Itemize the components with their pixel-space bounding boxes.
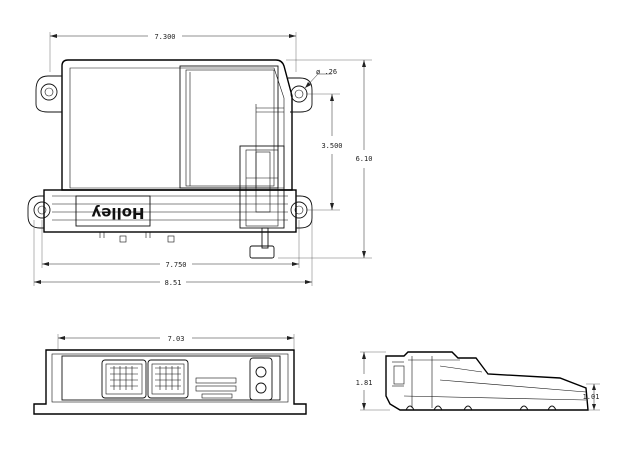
top-view-mount-ear-bottom-left (27, 195, 51, 229)
dim-top-overall-height: 6.10 (278, 59, 373, 259)
svg-text:7.03: 7.03 (168, 335, 185, 343)
side-view-housing-outline (385, 351, 589, 411)
top-view-mount-ear-top-left (35, 75, 62, 113)
svg-text:3.500: 3.500 (321, 142, 342, 150)
front-view-housing-outline (33, 349, 307, 415)
top-view-lock-lever (249, 227, 275, 259)
svg-text:1.01: 1.01 (583, 393, 600, 401)
top-view-plug-housing (239, 145, 285, 229)
side-view-feet (405, 405, 557, 411)
dim-top-overall-length: 8.51 (33, 220, 313, 287)
top-view-housing-outline (61, 59, 293, 191)
top-view-mount-ear-bottom-right (290, 195, 313, 229)
svg-text:8.51: 8.51 (165, 279, 182, 287)
dim-top-hole-spacing-horizontal: 7.750 (41, 220, 300, 269)
front-view-connector-b (147, 359, 189, 399)
dim-side-base-height: 1.01 (583, 383, 600, 411)
holley-logo: Holley (91, 204, 144, 222)
dim-top-hole-spacing-vertical: 3.500 (306, 93, 343, 211)
front-view-slots (195, 377, 237, 399)
front-view-plug-connector (249, 357, 273, 401)
dim-top-overall-width: 7.300 (49, 32, 297, 72)
side-view-detail-lines (392, 356, 587, 408)
top-view-cover-panel (179, 65, 284, 189)
top-view-connector-pins (99, 232, 175, 243)
front-view: 7.03 (33, 334, 307, 415)
dim-side-overall-height: 1.81 (356, 351, 390, 411)
top-view: Holley 7.300 ø .26 3.500 (27, 32, 373, 287)
dim-top-hole-diameter: ø .26 (304, 68, 337, 89)
svg-text:ø .26: ø .26 (316, 68, 337, 76)
top-view-housing-inner (69, 67, 285, 189)
top-view-base-flange (43, 189, 297, 233)
side-view: 1.81 1.01 (356, 351, 600, 411)
svg-text:7.300: 7.300 (154, 33, 175, 41)
svg-text:7.750: 7.750 (165, 261, 186, 269)
dim-front-overall-width: 7.03 (57, 334, 295, 350)
svg-text:1.81: 1.81 (356, 379, 373, 387)
front-view-connector-a (101, 359, 147, 399)
svg-text:6.10: 6.10 (356, 155, 373, 163)
